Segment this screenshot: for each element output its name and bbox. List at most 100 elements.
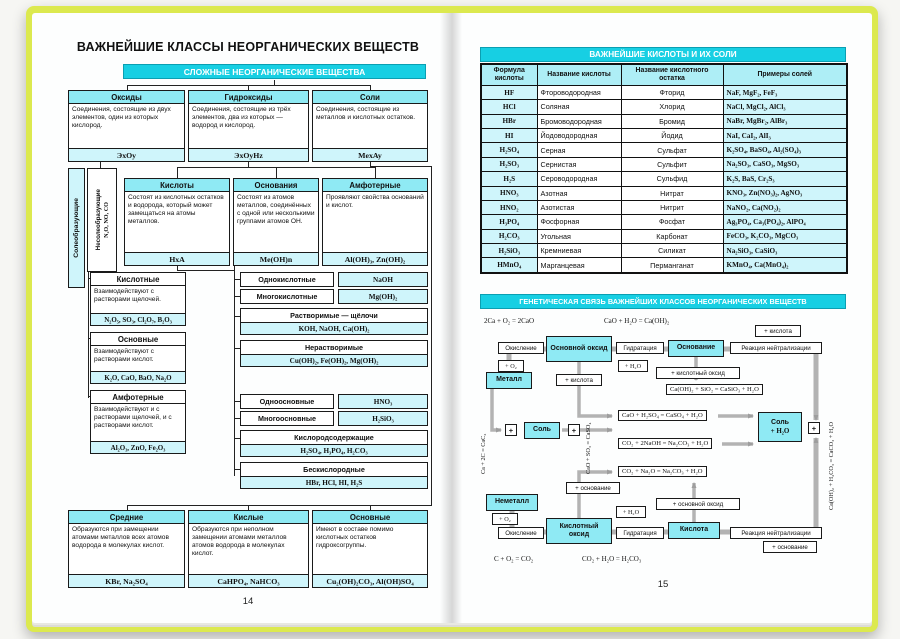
acids-table-cell: Нитрит	[620, 199, 724, 216]
box-title: Основные	[313, 511, 427, 524]
non-salt-forming-examples: N₂O, NO, CO	[102, 202, 110, 238]
root-header-bar: СЛОЖНЫЕ НЕОРГАНИЧЕСКИЕ ВЕЩЕСТВА	[123, 64, 426, 79]
base-pair-value: NaOH	[338, 272, 428, 287]
base-pair-value: Mg(OH)₂	[338, 289, 428, 304]
acids-table-cell: Бромоводородная	[536, 113, 622, 130]
box-desc: Соединения, состоящие из двух элементов,…	[72, 106, 171, 130]
acids-table-cell: K₂SO₄, BaSO₄, Al₂(SO₄)₃	[722, 142, 848, 158]
salt-forming-strip: Солеобразующие	[68, 168, 85, 288]
acids-table-cell: Фосфат	[620, 214, 724, 230]
connector-line	[234, 296, 240, 297]
acids-table-cell: Фтороводородная	[536, 84, 622, 101]
acids-table-cell: Перманганат	[620, 257, 724, 274]
equation-vertical: Ca(OH)₂ + H₂CO₃ = CaCO₃ + H₂O	[828, 422, 835, 510]
box-examples: N₂O₅, SO₃, Cl₂O₇, B₂O₃	[91, 313, 185, 325]
acids-table-cell: KNO₃, Zn(NO₃)₂, AgNO₃	[722, 185, 848, 201]
box-title: Бескислородные	[241, 463, 427, 475]
box-desc: Состоят из кислотных остатков и водорода…	[128, 194, 224, 226]
right-page-number: 15	[657, 579, 669, 590]
plus-label: +	[808, 422, 820, 434]
box-examples: Cu₂(OH)₂CO₃, Al(OH)SO₄	[313, 574, 427, 587]
acids-table-cell: Азотная	[536, 185, 622, 201]
acids-table-cell: Фосфорная	[536, 214, 622, 230]
acids-table-cell: Азотистая	[536, 199, 622, 216]
box-examples: CaHPO₄, NaHCO₃	[189, 574, 308, 587]
equation: CO₂ + Na₂O = Na₂CO₃ + H₂O	[618, 466, 707, 477]
acid-node: Кислота	[668, 522, 720, 539]
acids-table-cell: H₃PO₄	[480, 214, 538, 230]
acids-table-cell: Бромид	[620, 113, 724, 130]
connector-line	[177, 266, 178, 271]
connector-line	[88, 278, 90, 279]
plus-basic-oxide-label: + основной оксид	[656, 498, 740, 510]
box-formula: MexAy	[313, 148, 427, 161]
acidic-salts-box: Кислые Образуются при неполном замещении…	[188, 510, 309, 588]
connector-line	[234, 418, 240, 419]
connector-line	[127, 506, 128, 510]
acids-table-cell: FeCO₃, K₂CO₃, MgCO₃	[722, 228, 848, 245]
box-title: Кислоты	[125, 179, 229, 192]
acids-table: Формула кислоты Название кислоты Названи…	[480, 63, 848, 274]
acid-pair-value: HNO₃	[338, 394, 428, 409]
equation: CaO + H₂SO₄ = CaSO₄ + H₂O	[618, 410, 707, 421]
acid-pair-label: Многоосновные	[240, 411, 334, 426]
connector-line	[100, 162, 101, 168]
plus-o2-label: + O₂	[492, 513, 518, 525]
hydroxides-box: Гидроксиды Соединения, состоящие из трёх…	[188, 90, 309, 162]
connector-line	[375, 168, 376, 178]
acidic-oxides-box: Кислотные Взаимодействуют с растворами щ…	[90, 272, 186, 326]
acids-table-cell: Угольная	[536, 228, 622, 245]
box-title: Кислотные	[91, 273, 185, 286]
equation: Ca(OH)₂ + SiO₂ = CaSiO₃ + H₂O	[666, 384, 763, 395]
equation: C + O₂ = CO₂	[494, 555, 534, 563]
box-formula: Me(OH)n	[234, 252, 318, 265]
connector-line	[127, 85, 371, 86]
plus-acidic-oxide-label: + кислотный оксид	[656, 367, 740, 379]
equation: CO₂ + H₂O = H₂CO₃	[582, 555, 642, 563]
box-examples: K₂O, CaO, BaO, Na₂O	[91, 371, 185, 383]
acids-table-cell: HBr	[480, 113, 538, 130]
salt-node: Соль	[524, 422, 560, 439]
base-node: Основание	[668, 340, 724, 357]
equation-vertical: CaO + SO₃ = CaSO₄	[585, 422, 592, 474]
connector-line	[177, 270, 235, 271]
connector-line	[234, 348, 240, 349]
insoluble-bases-box: Нерастворимые Cu(OH)₂, Fe(OH)₂, Mg(OH)₂	[240, 340, 428, 367]
connector-line	[370, 506, 371, 510]
soluble-bases-box: Растворимые — щёлочи KOH, NaOH, Ca(OH)₂	[240, 308, 428, 335]
oxygen-free-acids-box: Бескислородные HBr, HCl, HI, H₂S	[240, 462, 428, 489]
box-examples: Al₂O₃, ZnO, Fe₂O₃	[91, 441, 185, 453]
acid-pair-label: Одноосновные	[240, 394, 334, 409]
connector-line	[370, 162, 371, 166]
acids-table-cell: H₂S	[480, 171, 538, 187]
acids-table-cell: Сульфит	[620, 156, 724, 173]
acids-table-cell: Нитрат	[620, 185, 724, 201]
box-title: Амфотерные	[91, 391, 185, 404]
acids-table-cell: NaNO₂, Ca(NO₂)₂	[722, 199, 848, 216]
plus-acid-label: + кислота	[755, 325, 801, 337]
box-title: Нерастворимые	[241, 341, 427, 353]
salt-water-node: Соль + H₂O	[758, 412, 802, 442]
box-examples: HBr, HCl, HI, H₂S	[241, 476, 427, 488]
left-page-number: 14	[242, 596, 254, 607]
oxygen-acids-box: Кислородсодержащие H₂SO₄, H₃PO₄, H₂CO₃	[240, 430, 428, 457]
box-desc: Взаимодействуют и с растворами щелочей, …	[94, 406, 172, 430]
nonmetal-node: Неметалл	[486, 494, 538, 511]
acids-table-cell: Ag₃PO₄, Ca₃(PO₄)₂, AlPO₄	[722, 214, 848, 230]
connector-line	[248, 506, 249, 510]
acids-table-cell: Хлорид	[620, 99, 724, 115]
oxides-box: Оксиды Соединения, состоящие из двух эле…	[68, 90, 185, 162]
box-formula: ЭxOy	[69, 148, 184, 161]
acids-table-cell: H₂SO₃	[480, 156, 538, 173]
box-examples: H₂SO₄, H₃PO₄, H₂CO₃	[241, 444, 427, 456]
